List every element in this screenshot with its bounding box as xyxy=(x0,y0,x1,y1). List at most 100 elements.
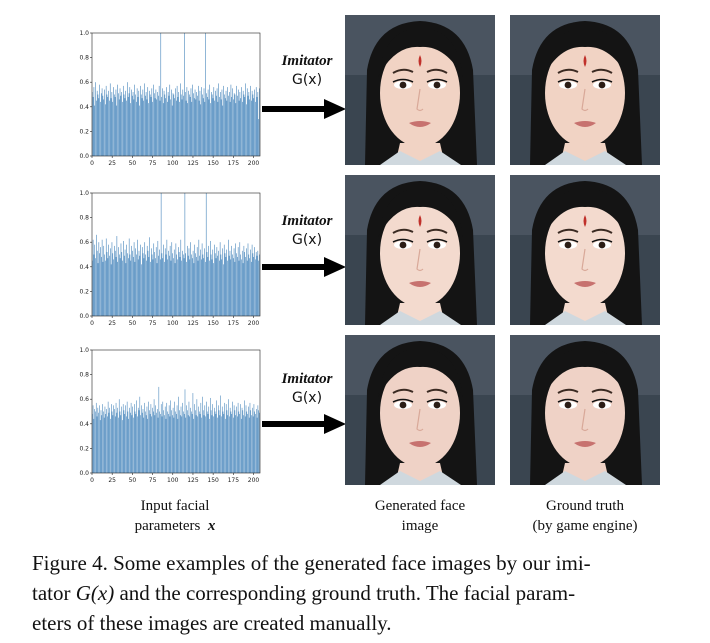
bar xyxy=(183,258,185,316)
bar xyxy=(139,105,140,156)
bar xyxy=(164,406,166,473)
bar xyxy=(141,98,143,156)
bar xyxy=(158,85,160,156)
bar xyxy=(243,245,245,316)
lips xyxy=(574,441,596,447)
bar xyxy=(189,94,190,156)
bar xyxy=(187,245,188,316)
collar xyxy=(380,471,461,485)
bar xyxy=(161,96,162,156)
bar xyxy=(251,244,253,316)
bar xyxy=(200,249,201,316)
bar xyxy=(131,95,133,156)
bar xyxy=(155,258,156,316)
bar xyxy=(130,103,131,156)
bar xyxy=(208,99,210,156)
bar xyxy=(233,248,235,316)
bar xyxy=(129,87,131,156)
bar xyxy=(142,253,144,316)
left-iris xyxy=(564,81,572,89)
right-arrow-icon xyxy=(262,414,346,434)
bar xyxy=(257,405,259,473)
bar xyxy=(153,243,155,316)
bar xyxy=(121,252,123,316)
bar xyxy=(161,416,163,473)
bar xyxy=(214,411,216,473)
bar xyxy=(95,411,96,473)
bar xyxy=(230,84,232,156)
right-eyebrow xyxy=(591,388,613,394)
imitator-label-2: Imitator G(x) xyxy=(262,212,352,250)
bar xyxy=(138,410,140,473)
bar xyxy=(218,410,220,473)
bar xyxy=(208,245,209,316)
bar xyxy=(159,100,161,156)
bar xyxy=(199,413,201,473)
bar xyxy=(233,93,235,156)
bar xyxy=(252,416,254,473)
bar xyxy=(184,33,185,156)
bar xyxy=(203,258,205,316)
caption-math: G(x) xyxy=(75,581,115,605)
bar xyxy=(134,261,136,316)
bar xyxy=(181,260,182,316)
bar xyxy=(202,98,204,156)
bar xyxy=(117,261,118,316)
bar xyxy=(118,417,119,473)
y-tick-label: 0.6 xyxy=(79,396,89,403)
bar xyxy=(259,88,260,156)
y-tick-label: 0.4 xyxy=(79,264,89,271)
bar xyxy=(252,94,254,156)
bar xyxy=(253,256,255,316)
bar xyxy=(148,256,150,316)
x-tick-label: 25 xyxy=(108,477,116,484)
x-tick-label: 150 xyxy=(207,320,219,327)
bar xyxy=(121,92,122,156)
bar xyxy=(160,404,162,473)
bar xyxy=(103,245,105,316)
bar xyxy=(228,399,229,473)
lips xyxy=(409,441,431,447)
bar xyxy=(256,417,258,473)
bar xyxy=(96,416,98,473)
bar xyxy=(168,405,170,473)
bar xyxy=(184,389,186,473)
bar xyxy=(137,407,139,473)
bar xyxy=(105,104,106,156)
bar xyxy=(254,89,255,156)
bar xyxy=(234,261,236,316)
bar xyxy=(129,407,130,473)
bar xyxy=(217,255,218,316)
bar xyxy=(251,100,252,156)
bar xyxy=(166,239,168,316)
bar xyxy=(255,259,256,316)
x-tick-label: 200 xyxy=(248,477,260,484)
bar xyxy=(114,96,116,156)
bar xyxy=(119,88,121,156)
bar xyxy=(237,95,238,156)
bar xyxy=(96,90,98,156)
bar xyxy=(233,405,235,473)
bar xyxy=(109,100,110,156)
bar xyxy=(226,249,227,316)
ground-truth-face-image-2 xyxy=(510,175,660,325)
bar xyxy=(136,254,137,316)
bar xyxy=(236,85,237,156)
nose xyxy=(416,408,424,432)
collar xyxy=(545,311,626,325)
bar xyxy=(144,242,146,316)
bar xyxy=(248,406,249,473)
bar xyxy=(105,260,106,316)
bar xyxy=(109,407,110,473)
hair-fringe xyxy=(543,188,628,237)
bar xyxy=(204,101,206,156)
bar xyxy=(99,420,101,473)
bar xyxy=(169,84,171,156)
bar xyxy=(107,258,109,316)
bar xyxy=(254,247,255,316)
plot-frame xyxy=(91,32,261,157)
bar xyxy=(165,254,167,316)
bar xyxy=(124,98,126,156)
bar xyxy=(149,94,151,156)
bar xyxy=(192,393,194,473)
